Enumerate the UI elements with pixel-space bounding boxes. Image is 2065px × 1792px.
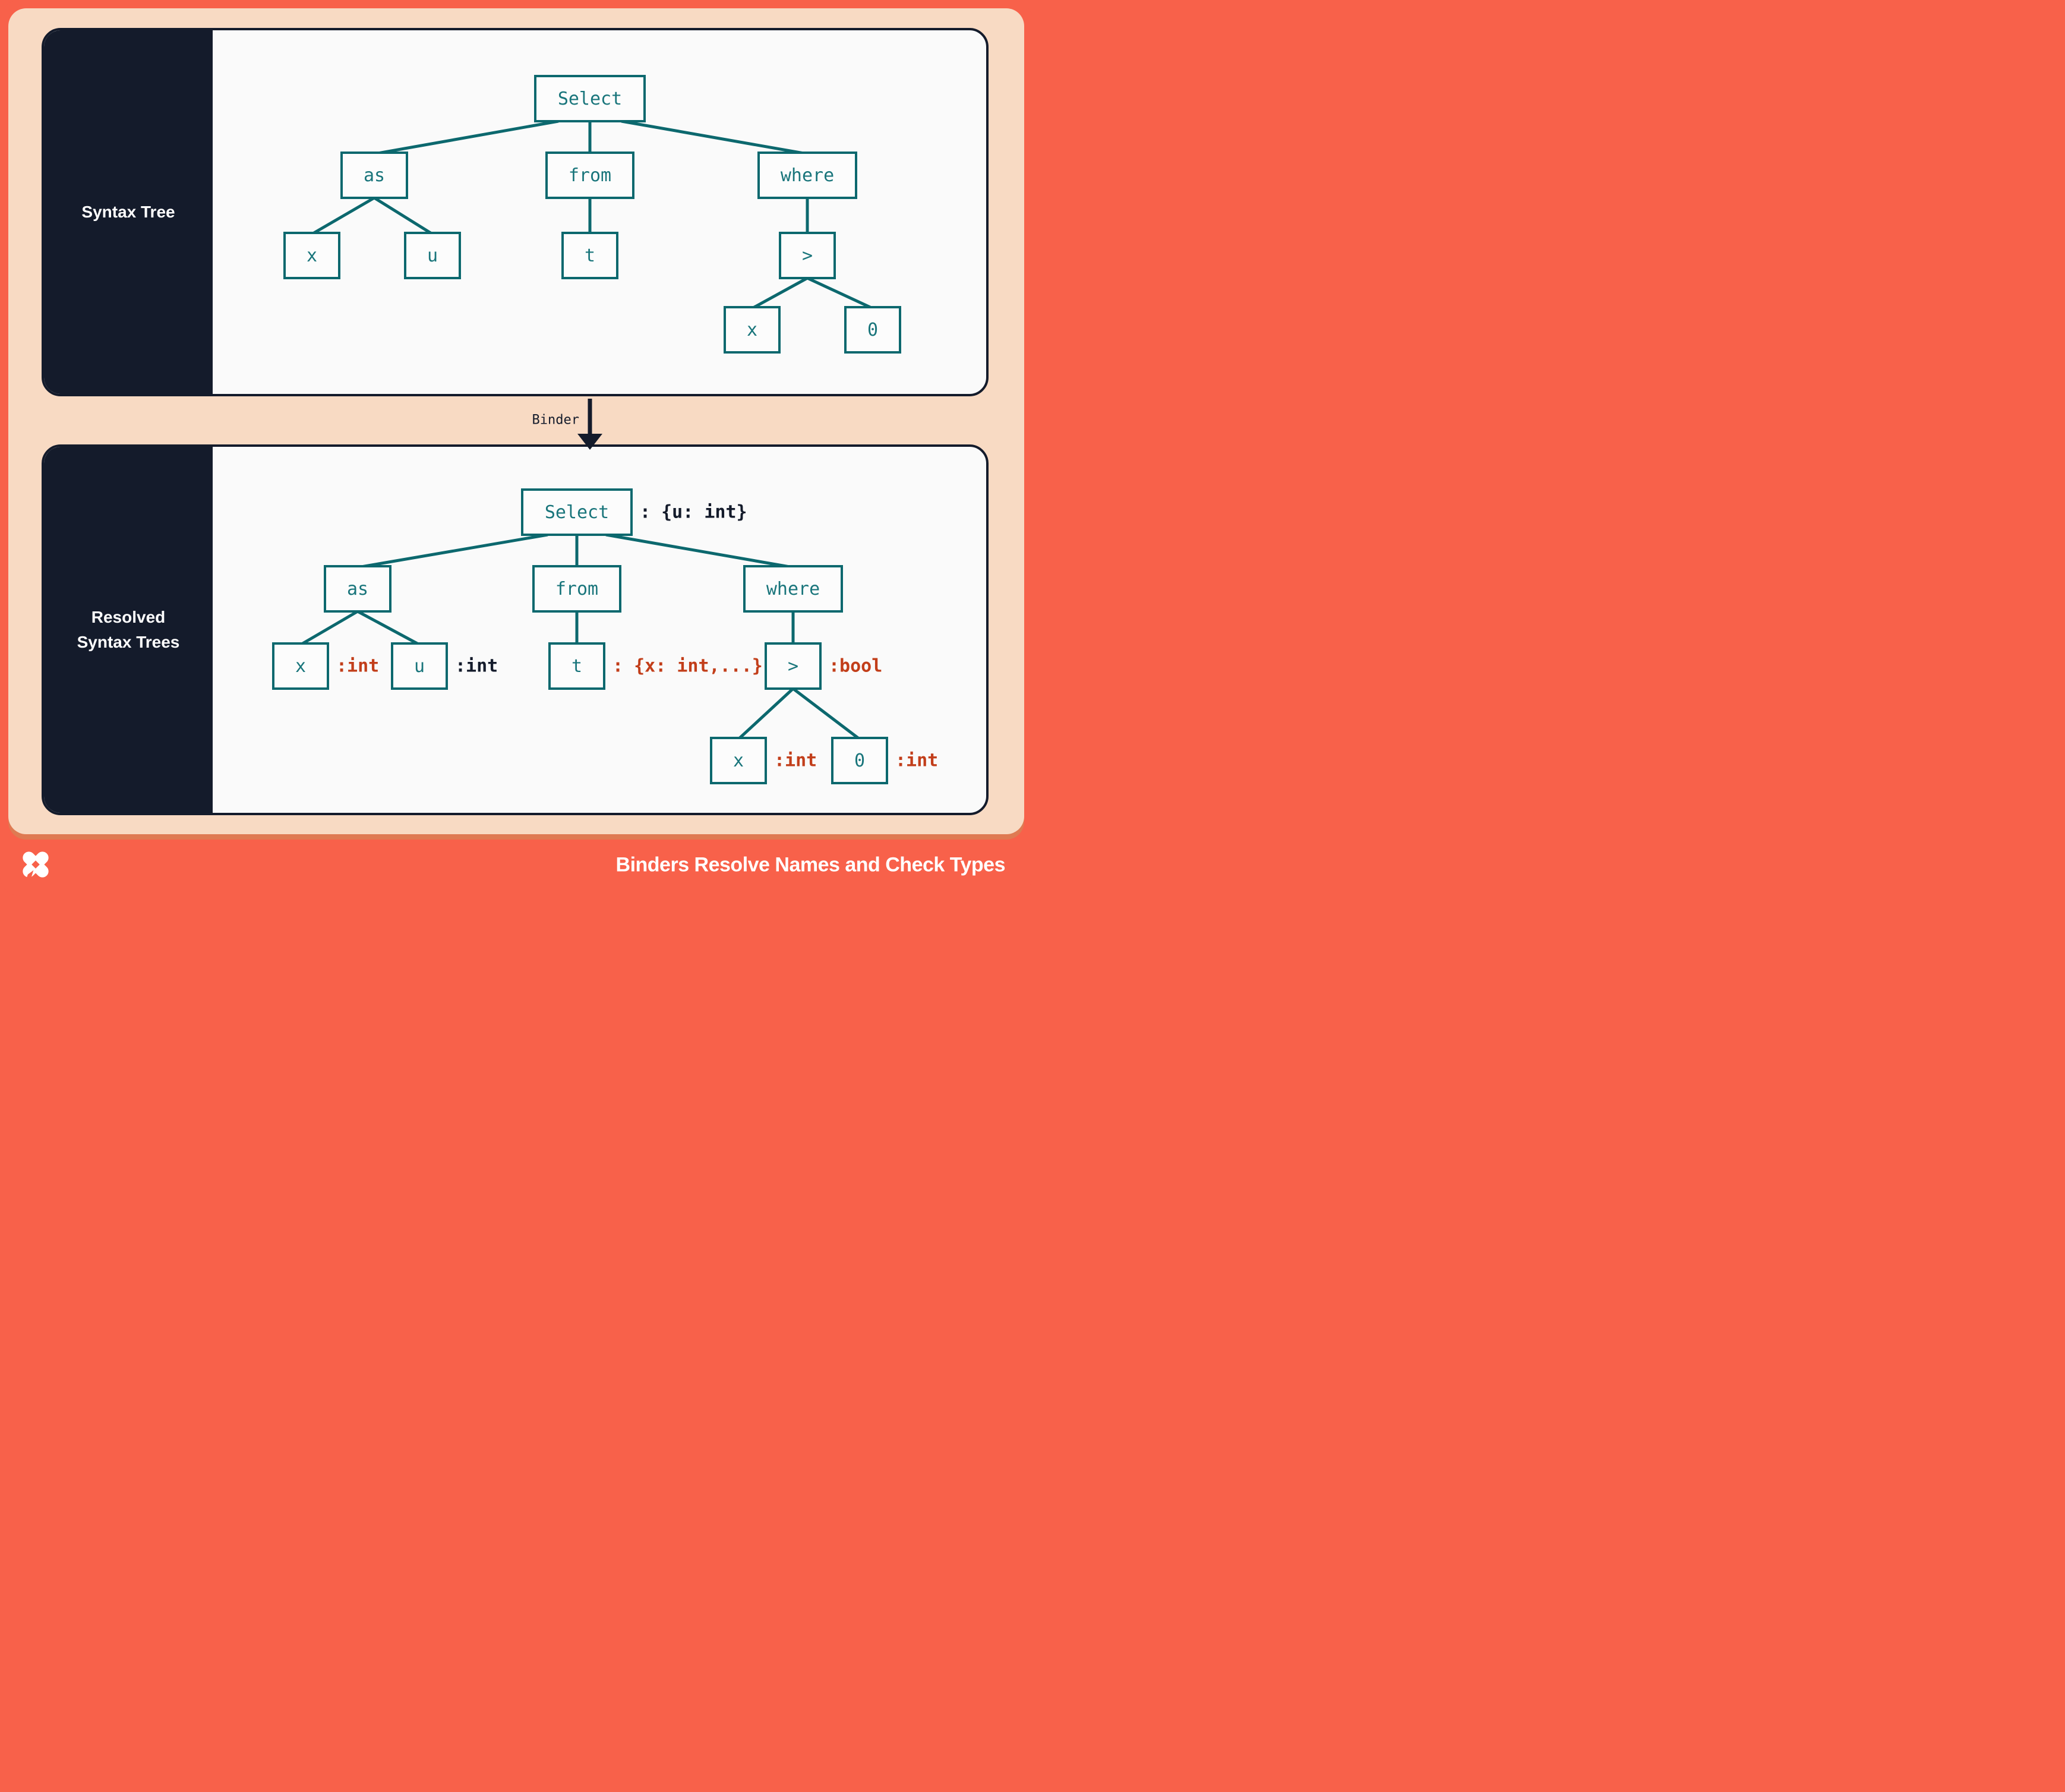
syntax-node-x2: x xyxy=(724,306,781,354)
resolved-zero-type: :int xyxy=(895,750,939,771)
syntax-node-x1: x xyxy=(283,232,340,279)
syntax-node-as: as xyxy=(340,152,408,199)
resolved-trees-label-line1: Resolved xyxy=(91,608,166,626)
resolved-u-type: :int xyxy=(455,655,498,677)
syntax-tree-panel: Syntax Tree xyxy=(42,28,989,396)
resolved-trees-sidebar: Resolved Syntax Trees xyxy=(44,447,213,813)
resolved-node-x2: x xyxy=(710,737,767,784)
slide: Syntax Tree Resolved Syntax Trees xyxy=(0,0,1032,896)
resolved-node-as: as xyxy=(324,565,391,613)
resolved-select-type: : {u: int} xyxy=(640,501,747,523)
resolved-node-gt: > xyxy=(765,642,822,690)
syntax-node-where: where xyxy=(757,152,857,199)
resolved-trees-label-line2: Syntax Trees xyxy=(77,633,180,651)
footer-title: Binders Resolve Names and Check Types xyxy=(615,853,1006,876)
syntax-node-from: from xyxy=(545,152,634,199)
syntax-node-gt: > xyxy=(779,232,836,279)
resolved-node-u: u xyxy=(391,642,448,690)
resolved-node-zero: 0 xyxy=(831,737,888,784)
syntax-node-select: Select xyxy=(534,75,646,122)
binder-label: Binder xyxy=(532,412,579,428)
resolved-node-t: t xyxy=(548,642,605,690)
resolved-node-where: where xyxy=(743,565,843,613)
syntax-node-zero: 0 xyxy=(844,306,901,354)
syntax-node-t: t xyxy=(561,232,618,279)
resolved-trees-panel: Resolved Syntax Trees xyxy=(42,444,989,815)
resolved-t-type: : {x: int,...} xyxy=(612,655,763,677)
syntax-tree-label: Syntax Tree xyxy=(81,203,175,221)
resolved-gt-type: :bool xyxy=(829,655,883,677)
resolved-x1-type: :int xyxy=(336,655,380,677)
resolved-node-x1: x xyxy=(272,642,329,690)
syntax-node-u: u xyxy=(404,232,461,279)
resolved-node-from: from xyxy=(532,565,621,613)
x-pinwheel-logo-icon xyxy=(23,845,49,880)
syntax-tree-sidebar: Syntax Tree xyxy=(44,30,213,394)
resolved-node-select: Select xyxy=(521,488,633,536)
resolved-x2-type: :int xyxy=(774,750,817,771)
